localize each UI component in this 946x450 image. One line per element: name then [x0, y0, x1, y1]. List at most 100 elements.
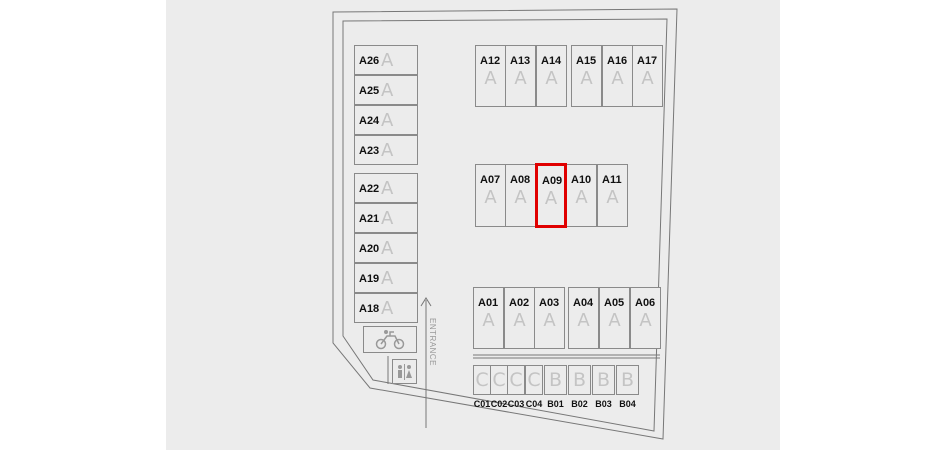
stall-label: C01 — [473, 399, 491, 409]
zone-letter: A — [639, 310, 652, 331]
zone-letter: A — [381, 80, 394, 101]
stall-c01[interactable]: C — [473, 365, 491, 395]
zone-letter: C — [475, 369, 489, 391]
stall-label: B03 — [595, 399, 612, 409]
zone-letter: A — [381, 140, 394, 161]
zone-letter: A — [381, 208, 394, 229]
stall-c04[interactable]: C — [525, 365, 543, 395]
stall-code: A06 — [635, 297, 656, 309]
zone-letter: A — [611, 68, 624, 89]
zone-letter: C — [527, 369, 541, 391]
stall-code: A04 — [573, 297, 594, 309]
stall-code: A17 — [637, 55, 658, 67]
stall-label: C02 — [490, 399, 508, 409]
stall-code: A08 — [510, 174, 531, 186]
stall-code: A02 — [509, 297, 530, 309]
zone-letter: A — [381, 50, 394, 71]
zone-letter: A — [381, 268, 394, 289]
stall-b02[interactable]: B — [568, 365, 591, 395]
zone-letter: A — [381, 238, 394, 259]
stall-b01[interactable]: B — [544, 365, 567, 395]
zone-letter: B — [620, 369, 635, 391]
zone-letter: A — [484, 68, 497, 89]
stall-code: A18 — [359, 303, 380, 315]
zone-letter: A — [580, 68, 593, 89]
zone-letter: A — [381, 178, 394, 199]
zone-letter: A — [482, 310, 495, 331]
stall-code: A26 — [359, 55, 380, 67]
restroom-icon — [398, 364, 412, 380]
stall-code: A11 — [602, 174, 622, 186]
zone-letter: B — [572, 369, 587, 391]
stall-code: A01 — [478, 297, 499, 309]
site-outline-inner — [342, 18, 668, 432]
zone-letter: A — [484, 187, 497, 208]
stall-b04[interactable]: B — [616, 365, 639, 395]
zone-letter: A — [545, 68, 558, 89]
stall-code: A19 — [359, 273, 380, 285]
stall-code: A21 — [359, 213, 380, 225]
stall-code: A15 — [576, 55, 597, 67]
zone-letter: A — [514, 68, 527, 89]
zone-letter: A — [513, 310, 526, 331]
stall-code: A09 — [542, 175, 563, 187]
zone-letter: A — [381, 298, 394, 319]
zone-letter: A — [543, 310, 556, 331]
stall-code: A07 — [480, 174, 501, 186]
stall-code: A22 — [359, 183, 380, 195]
stall-code: A10 — [571, 174, 592, 186]
stall-code: A05 — [604, 297, 625, 309]
zone-letter: A — [606, 187, 619, 208]
stall-c03[interactable]: C — [507, 365, 525, 395]
motorcycle-icon — [375, 330, 405, 350]
zone-letter: A — [577, 310, 590, 331]
entrance-label: ENTRANCE — [428, 318, 437, 367]
stall-code: A14 — [541, 55, 562, 67]
stall-b03[interactable]: B — [592, 365, 615, 395]
stall-label: B04 — [619, 399, 636, 409]
zone-letter: A — [608, 310, 621, 331]
stall-code: A03 — [539, 297, 560, 309]
zone-letter: C — [492, 369, 506, 391]
zone-letter: A — [575, 187, 588, 208]
stall-label: C03 — [507, 399, 525, 409]
zone-letter: A — [514, 187, 527, 208]
stall-c02[interactable]: C — [490, 365, 508, 395]
entrance-arrow-head — [420, 297, 432, 307]
stall-code: A24 — [359, 115, 380, 127]
stall-code: A20 — [359, 243, 380, 255]
site-outline-outer — [332, 8, 678, 440]
stall-label: B01 — [547, 399, 564, 409]
zone-letter: B — [548, 369, 563, 391]
stall-code: A13 — [510, 55, 531, 67]
zone-letter: B — [596, 369, 611, 391]
stall-label: B02 — [571, 399, 588, 409]
